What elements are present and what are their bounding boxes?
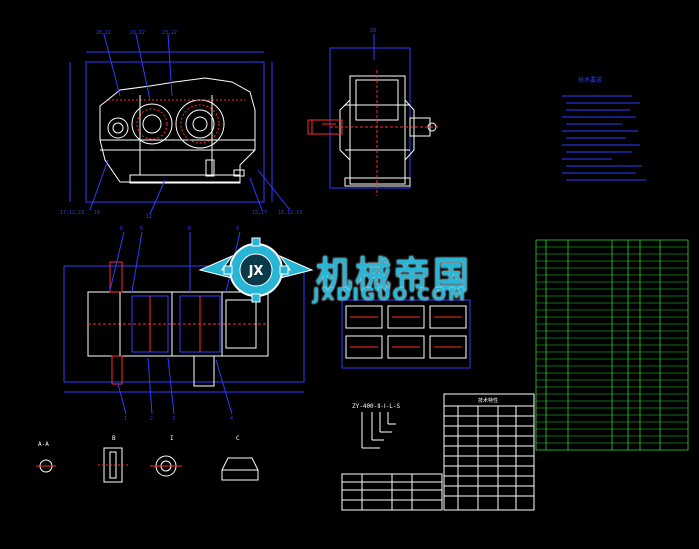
logo-letter: JX — [248, 264, 264, 279]
svg-text:6: 6 — [120, 226, 123, 232]
parts-list-rows — [536, 246, 688, 444]
svg-text:15,17: 15,17 — [252, 210, 267, 216]
svg-text:5: 5 — [140, 226, 143, 232]
svg-text:20,22: 20,22 — [96, 30, 111, 36]
tech-spec-table: 技术特性 — [443, 393, 535, 511]
view-b-label: B — [112, 435, 116, 442]
svg-text:16: 16 — [94, 210, 100, 216]
model-code: ZY-400-Ⅱ-Ⅰ-L-S — [352, 403, 400, 410]
svg-text:2: 2 — [150, 416, 153, 422]
watermark-url: JXDIGUO.COM — [313, 285, 468, 305]
svg-text:4: 4 — [230, 416, 233, 422]
svg-text:16,12,13: 16,12,13 — [278, 210, 302, 216]
housing-outline — [99, 77, 256, 183]
gear-wings-icon: JX — [198, 237, 314, 303]
front-view — [69, 33, 291, 215]
section-aa-label: A-A — [38, 441, 49, 448]
part-thumbnails — [341, 299, 471, 369]
svg-text:8: 8 — [188, 226, 191, 232]
tech-table-title: 技术特性 — [478, 397, 498, 404]
svg-text:23,22: 23,22 — [162, 30, 177, 36]
view-i-label: I — [170, 435, 174, 442]
model-code-legend: ZY-400-Ⅱ-Ⅰ-L-S — [352, 403, 400, 449]
notes-title: 技术要求 — [578, 76, 602, 84]
input-gear — [107, 117, 129, 139]
svg-text:12: 12 — [146, 214, 152, 220]
svg-text:1: 1 — [124, 416, 127, 422]
svg-text:21,12: 21,12 — [130, 30, 145, 36]
svg-text:28: 28 — [370, 28, 376, 34]
svg-text:9: 9 — [236, 226, 239, 232]
intermediate-gear — [131, 103, 173, 145]
top-view-callouts: 6 5 8 9 1 2 3 4 — [120, 226, 239, 422]
front-dimension-frame — [85, 61, 265, 203]
detail-views: A-A B I C — [36, 435, 259, 483]
view-c-label: C — [236, 435, 240, 442]
svg-text:17,12,23: 17,12,23 — [60, 210, 84, 216]
title-block — [341, 473, 443, 511]
front-view-callouts: 20,22 21,12 23,22 17,12,23 16 12 15,17 16,12,… — [60, 30, 302, 220]
svg-text:3: 3 — [172, 416, 175, 422]
technical-notes: 技术要求 — [562, 76, 646, 181]
input-shaft-section — [109, 261, 123, 293]
watermark-brand: 机械帝国 — [316, 255, 473, 296]
top-section-view — [63, 231, 305, 415]
side-view — [307, 34, 440, 196]
